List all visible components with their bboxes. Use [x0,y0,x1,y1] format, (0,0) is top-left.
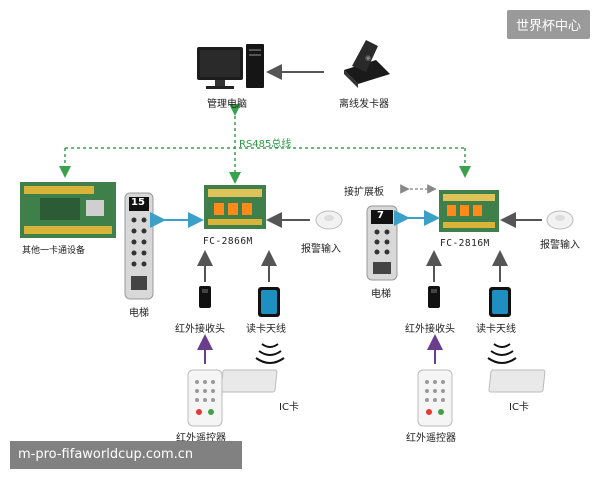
card-antenna-2-icon [489,287,511,317]
manager-pc-label: 管理电脑 [207,99,247,110]
smoke-alarm-1-icon [315,210,343,230]
ir-remote-1-label: 红外遥控器 [176,433,226,444]
ir-remote-2-label: 红外遥控器 [406,433,456,444]
expansion-board-label: 接扩展板 [344,187,384,198]
other-device-board-icon [20,182,116,238]
domain-watermark: m-pro-fifaworldcup.com.cn [10,441,242,469]
manager-pc-icon [197,44,264,89]
ic-card-2-label: IC卡 [509,402,529,413]
brand-watermark: 世界杯中心 [506,10,590,39]
elevator-panel-1-icon [124,192,154,300]
elevator-2-floor: 7 [377,210,384,221]
controller-1-label: FC-2866M [203,236,253,247]
ic-card-1-icon [220,369,278,393]
card-issuer-label: 离线发卡器 [339,99,389,110]
ic-card-2-icon [488,369,546,393]
alarm-input-2-label: 报警输入 [540,240,580,251]
card-antenna-1-icon [258,287,280,317]
rs485-bus-label: RS485总线 [239,139,292,150]
other-device-label: 其他一卡通设备 [22,246,86,256]
svg-text:◉: ◉ [365,54,371,62]
controller-1-board-icon [204,185,266,229]
wireless-wave-2-icon [487,343,517,364]
elevator-1-floor: 15 [131,197,145,208]
elevator-1-label: 电梯 [129,308,149,319]
card-antenna-1-label: 读卡天线 [246,324,286,335]
card-issuer-icon: ◉ [344,40,390,88]
card-antenna-2-label: 读卡天线 [476,324,516,335]
smoke-alarm-2-icon [546,210,574,230]
wireless-wave-1-icon [255,343,285,364]
ir-remote-1-icon [187,369,223,427]
alarm-input-1-label: 报警输入 [301,244,341,255]
ir-receiver-1-label: 红外接收头 [175,324,225,335]
elevator-panel-2-icon [366,205,398,281]
ir-receiver-2-label: 红外接收头 [405,324,455,335]
ic-card-1-label: IC卡 [279,402,299,413]
elevator-2-label: 电梯 [371,289,391,300]
controller-2-label: FC-2816M [440,238,490,249]
ir-receiver-1-icon [199,286,211,308]
controller-2-board-icon [439,190,499,232]
ir-remote-2-icon [417,369,453,427]
ir-receiver-2-icon [428,286,440,308]
